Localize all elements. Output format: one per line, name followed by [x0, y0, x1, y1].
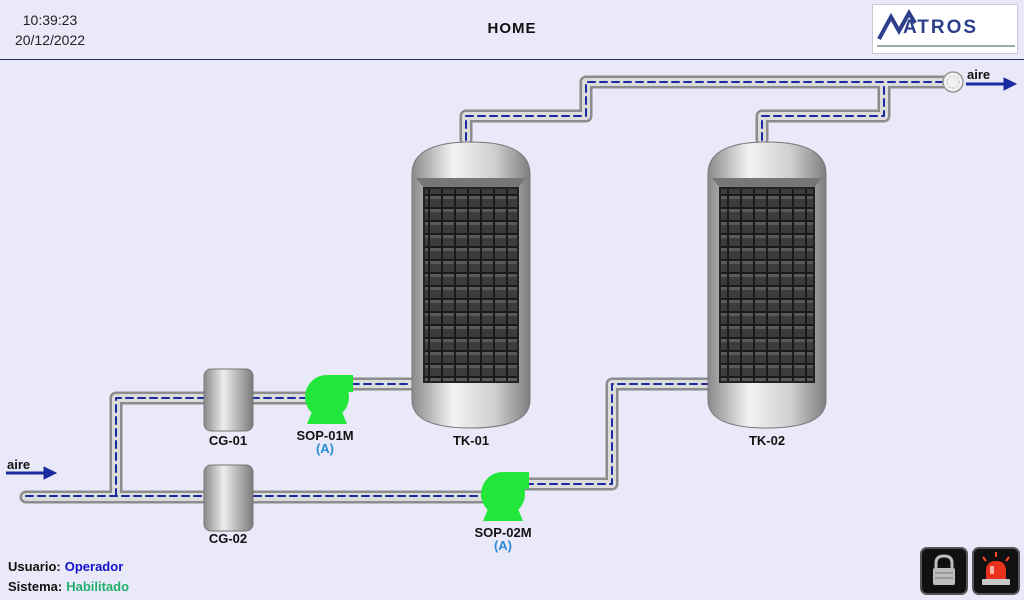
page-title: HOME — [487, 20, 537, 37]
tank-tk-01-label: TK-01 — [452, 433, 490, 448]
lock-icon — [933, 554, 955, 585]
pump-sop-01m-mode: (A) — [315, 441, 335, 456]
outlet-flow-label: aire — [967, 67, 991, 82]
pipe-network — [19, 75, 957, 504]
tank-tk-02-label: TK-02 — [748, 433, 786, 448]
pump-sop-02m-mode: (A) — [493, 538, 513, 553]
system-status: Sistema:Habilitado — [8, 579, 129, 594]
header-divider — [0, 59, 1024, 60]
alarm-button[interactable] — [972, 547, 1020, 595]
tank-tk-02[interactable] — [707, 141, 827, 429]
pump-sop-01m-label: SOP-01M — [296, 428, 354, 443]
filter-cg-01[interactable] — [203, 368, 254, 432]
outlet-flow-arrow-icon — [966, 77, 1018, 91]
user-status-value: Operador — [64, 559, 124, 574]
lock-button[interactable] — [920, 547, 968, 595]
clock-date: 20/12/2022 — [14, 32, 86, 48]
user-status: Usuario:Operador — [8, 559, 123, 574]
filter-cg-01-label: CG-01 — [208, 433, 248, 448]
user-status-label: Usuario: — [8, 559, 61, 574]
logo-text: ATROS — [903, 17, 979, 38]
alarm-siren-icon — [982, 552, 1010, 585]
pump-sop-02m[interactable] — [481, 472, 529, 521]
system-status-label: Sistema: — [8, 579, 63, 594]
logo-tagline — [877, 45, 1015, 47]
filter-cg-02[interactable] — [203, 464, 254, 532]
inlet-flow-label: aire — [7, 457, 31, 472]
logo-mark-icon — [877, 9, 917, 40]
system-status-value: Habilitado — [66, 579, 130, 594]
clock-time: 10:39:23 — [22, 12, 78, 28]
outlet-vent-icon — [942, 71, 964, 93]
pump-sop-02m-label: SOP-02M — [474, 525, 532, 540]
filter-cg-02-label: CG-02 — [208, 531, 248, 546]
company-logo: ATROS — [872, 4, 1018, 54]
inlet-flow-arrow-icon — [6, 466, 58, 480]
pump-sop-01m[interactable] — [305, 375, 353, 424]
tank-tk-01[interactable] — [411, 141, 531, 429]
